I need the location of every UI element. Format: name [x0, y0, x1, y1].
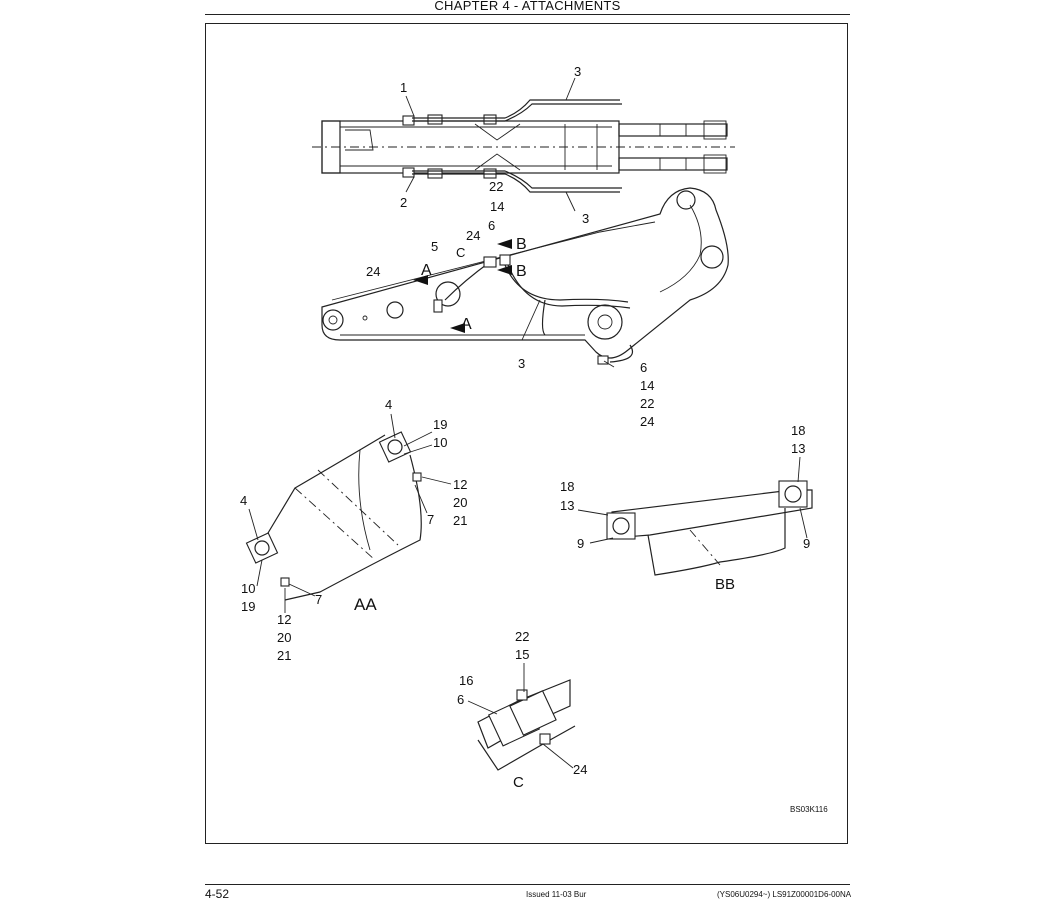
callout-20: 20 — [277, 630, 291, 645]
callouts-view-bb: 18 13 9 18 13 9 BB — [560, 423, 810, 593]
page-header-title: CHAPTER 4 - ATTACHMENTS — [434, 0, 621, 13]
callout-24: 24 — [640, 414, 654, 429]
callout-24: 24 — [366, 264, 380, 279]
callout-16: 16 — [459, 673, 473, 688]
view-label-c: C — [513, 774, 524, 791]
callout-3: 3 — [518, 356, 525, 371]
callout-21: 21 — [277, 648, 291, 663]
callouts-view-aa: 4 19 10 12 20 21 7 4 10 19 7 12 20 21 AA — [240, 397, 467, 663]
callout-9: 9 — [577, 536, 584, 551]
top-view — [312, 77, 735, 212]
callout-24: 24 — [466, 228, 480, 243]
callout-18: 18 — [791, 423, 805, 438]
callouts-side-view: 6 24 5 C 24 3 B B A A 6 14 22 24 — [366, 218, 654, 429]
callout-6: 6 — [457, 692, 464, 707]
view-aa — [245, 413, 452, 613]
callout-9: 9 — [803, 536, 810, 551]
callout-5: 5 — [431, 239, 438, 254]
marker-a-upper: A — [421, 262, 432, 279]
callout-20: 20 — [453, 495, 467, 510]
callout-13: 13 — [791, 441, 805, 456]
marker-a-lower: A — [461, 316, 472, 333]
callout-4: 4 — [385, 397, 392, 412]
callout-1: 1 — [400, 80, 407, 95]
view-c — [467, 663, 576, 771]
callout-12: 12 — [453, 477, 467, 492]
callout-10: 10 — [241, 581, 255, 596]
callout-12: 12 — [277, 612, 291, 627]
callout-13: 13 — [560, 498, 574, 513]
callout-3: 3 — [582, 211, 589, 226]
callouts-view-c: 22 15 16 6 24 C — [457, 629, 587, 791]
callout-15: 15 — [515, 647, 529, 662]
callout-6: 6 — [640, 360, 647, 375]
callout-7: 7 — [427, 512, 434, 527]
callout-22: 22 — [515, 629, 529, 644]
callout-3: 3 — [574, 64, 581, 79]
callouts-top-view: 1 2 3 3 22 14 — [400, 64, 589, 226]
page-number: 4-52 — [205, 887, 230, 901]
side-view — [321, 187, 729, 368]
callout-21: 21 — [453, 513, 467, 528]
view-label-aa: AA — [354, 595, 377, 614]
callout-24: 24 — [573, 762, 587, 777]
callout-10: 10 — [433, 435, 447, 450]
callout-c: C — [456, 245, 465, 260]
view-label-bb: BB — [715, 576, 735, 593]
callout-22: 22 — [489, 179, 503, 194]
marker-b-lower: B — [516, 263, 527, 280]
footer-rule — [205, 884, 850, 885]
marker-b-upper: B — [516, 236, 527, 253]
callout-14: 14 — [640, 378, 654, 393]
figure-frame — [205, 23, 848, 844]
callout-2: 2 — [400, 195, 407, 210]
callout-6: 6 — [488, 218, 495, 233]
callout-19: 19 — [433, 417, 447, 432]
callout-19: 19 — [241, 599, 255, 614]
header-rule — [205, 14, 850, 15]
callout-4: 4 — [240, 493, 247, 508]
document-reference: (YS06U0294~) LS91Z00001D6-00NA — [717, 890, 852, 899]
figure-code: BS03K116 — [790, 805, 828, 814]
view-bb — [577, 456, 813, 576]
callout-22: 22 — [640, 396, 654, 411]
callout-14: 14 — [490, 199, 504, 214]
callout-7: 7 — [315, 592, 322, 607]
callout-18: 18 — [560, 479, 574, 494]
issued-date: Issued 11-03 Bur — [526, 890, 587, 899]
